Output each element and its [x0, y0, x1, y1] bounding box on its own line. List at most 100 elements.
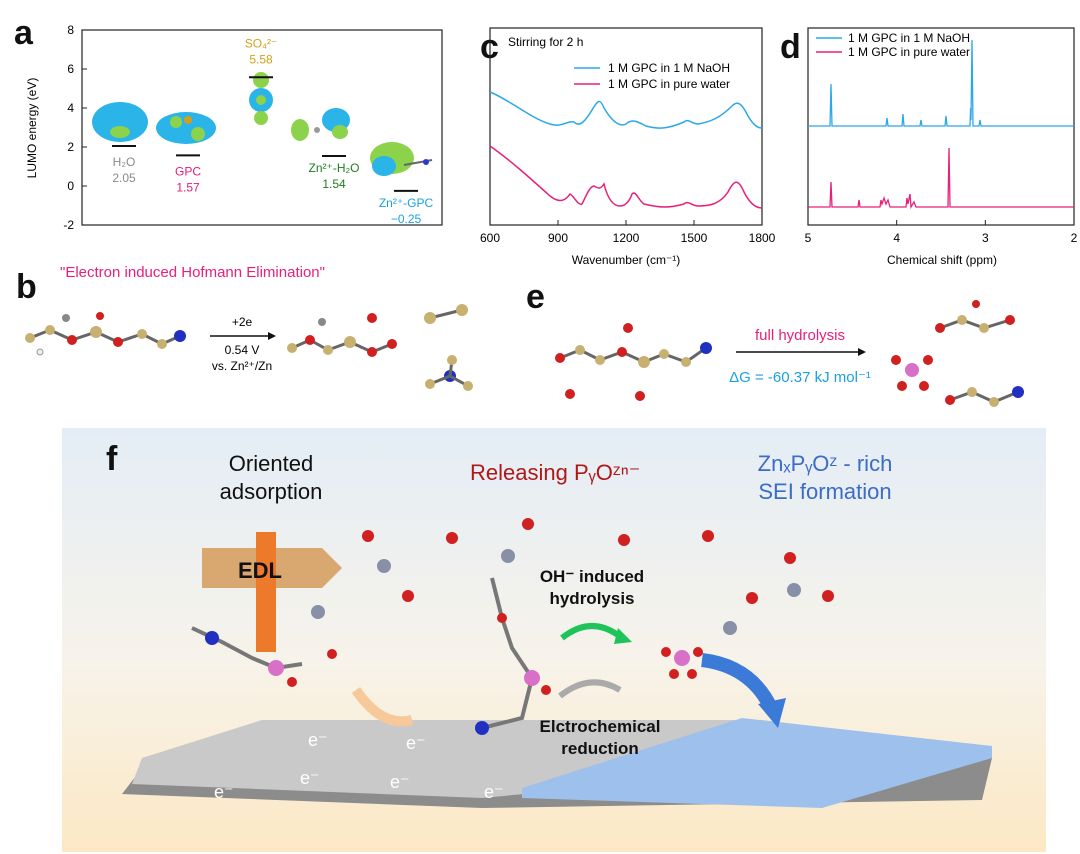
panel-c-series-naoh: [489, 91, 763, 129]
panel-d-legend: 1 M GPC in 1 M NaOH 1 M GPC in pure wate…: [816, 31, 970, 59]
panel-d-xlabel: Chemical shift (ppm): [887, 253, 997, 267]
electron-1: e⁻: [308, 730, 328, 750]
sei-line1: ZnₓPᵧOᶻ - rich: [757, 451, 893, 476]
panel-e-arrow-top: full hydrolysis: [755, 327, 845, 344]
choline-molecule-e: [945, 386, 1024, 407]
zn-h2o-orbital: [291, 108, 350, 141]
panel-c-legend-label-1: 1 M GPC in pure water: [608, 77, 730, 91]
panel-letter-b: b: [16, 268, 37, 306]
water-molecules: [362, 518, 834, 604]
panel-c-xtick-label-2: 1200: [613, 231, 640, 245]
label-H2O: H₂O: [113, 155, 136, 169]
h2o-orbital-lobe: [110, 126, 130, 138]
panel-a-ytick-label-0: -2: [63, 218, 74, 232]
reduction-line1: Elctrochemical: [539, 717, 661, 736]
electron-4: e⁻: [300, 768, 320, 788]
hydrolysis-arrow: [560, 623, 624, 641]
panel-letter-e: e: [526, 278, 545, 316]
panel-d-xtick-label-3: 2: [1071, 231, 1078, 245]
electron-3: e⁻: [214, 782, 234, 802]
so4-orbital: [249, 72, 273, 125]
trimethylamine-molecule-b: [425, 355, 473, 391]
panel-d-legend-label-1: 1 M GPC in pure water: [848, 45, 970, 59]
sei-formation-label: ZnₓPᵧOᶻ - rich SEI formation: [730, 450, 920, 506]
reduction-label: Elctrochemical reduction: [520, 716, 680, 760]
gpc-molecule-f: [475, 577, 551, 735]
adsorption-arrow: [351, 687, 414, 727]
panel-b-arrow-bot: vs. Zn²⁺/Zn: [212, 359, 272, 373]
sei-layer: [522, 718, 992, 808]
panel-c-xtick-label-3: 1500: [681, 231, 708, 245]
product-molecule-b: [287, 313, 397, 357]
panel-a-ytick-label-1: 0: [67, 179, 74, 193]
panel-c-frame: [489, 27, 763, 226]
panel-a-frame: [81, 29, 443, 226]
panel-c-legend-label-0: 1 M GPC in 1 M NaOH: [608, 61, 730, 75]
panel-b-title: "Electron induced Hofmann Elimination": [60, 264, 325, 281]
reduction-arrow: [558, 679, 622, 699]
edl-bar: [256, 532, 276, 652]
gpc-molecule-b-atoms: [25, 312, 186, 356]
value-SO4: 5.58: [249, 53, 273, 67]
sei-arrow: [700, 653, 779, 714]
panel-d-chart: 1 M GPC in 1 M NaOH 1 M GPC in pure wate…: [805, 27, 1078, 267]
electron-6: e⁻: [484, 782, 504, 802]
zinc-ions: [311, 549, 801, 635]
panel-d-legend-label-0: 1 M GPC in 1 M NaOH: [848, 31, 970, 45]
panel-c-annotation: Stirring for 2 h: [508, 35, 583, 49]
label-SO4: SO₄²⁻: [245, 37, 278, 51]
hydrolysis-line2: hydrolysis: [549, 589, 635, 608]
panel-a-ylabel: LUMO energy (eV): [25, 78, 39, 179]
panel-c-legend: 1 M GPC in 1 M NaOH 1 M GPC in pure wate…: [574, 61, 730, 91]
reduction-line2: reduction: [561, 739, 639, 758]
panel-c-chart: Stirring for 2 h 1 M GPC in 1 M NaOH 1 M…: [480, 27, 776, 267]
panel-d-xtick-label-2: 3: [982, 231, 989, 245]
panel-c-xlabel: Wavenumber (cm⁻¹): [572, 253, 681, 267]
edl-label: EDL: [238, 558, 282, 583]
phosphate-molecule-e: [891, 355, 933, 391]
panel-b-arrow-top: +2e: [232, 315, 253, 329]
panel-a-ytick-label-5: 8: [67, 23, 74, 37]
panel-c-series-water: [489, 145, 763, 209]
panel-c-xtick-label-4: 1800: [749, 231, 776, 245]
gpc-orbital: [156, 112, 216, 144]
panel-c-xtick-label-0: 600: [480, 231, 500, 245]
label-Zn-H2O: Zn²⁺-H₂O: [309, 161, 360, 175]
electron-2: e⁻: [406, 733, 426, 753]
panel-d-xtick-label-1: 4: [893, 231, 900, 245]
h2o-orbital: [92, 102, 148, 142]
hydrolysis-line1: OH⁻ induced: [539, 567, 645, 586]
panel-f-scene: EDL: [122, 518, 992, 808]
oriented-line1: Oriented: [228, 451, 314, 476]
label-Zn-GPC: Zn²⁺-GPC: [379, 196, 434, 210]
value-Zn-GPC: −0.25: [391, 212, 422, 226]
panel-d-xtick-label-0: 5: [805, 231, 812, 245]
value-Zn-H2O: 1.54: [322, 177, 346, 191]
panel-b-arrow-mid: 0.54 V: [225, 343, 260, 357]
oriented-adsorption-label: Oriented adsorption: [196, 450, 346, 506]
sei-line2: SEI formation: [758, 479, 892, 504]
releasing-label: Releasing PᵧOᶻⁿ⁻: [470, 460, 641, 485]
ethylene-molecule-b: [424, 304, 468, 324]
glycerol-molecule-e: [935, 300, 1015, 333]
hydrolysis-label: OH⁻ induced hydrolysis: [532, 566, 652, 610]
electron-5: e⁻: [390, 772, 410, 792]
panel-e-arrow-bot: ΔG = -60.37 kJ mol⁻¹: [729, 369, 871, 386]
value-GPC: 1.57: [176, 180, 200, 194]
panel-d-series-water: [808, 147, 1074, 210]
panel-letter-d: d: [780, 28, 801, 66]
panel-d-series-naoh: [808, 39, 1074, 127]
panel-c-xtick-label-1: 900: [548, 231, 568, 245]
value-H2O: 2.05: [112, 171, 136, 185]
panel-a-ytick-label-3: 4: [67, 101, 74, 115]
panel-letter-f: f: [106, 440, 118, 478]
panel-letter-a: a: [14, 14, 33, 52]
oriented-line2: adsorption: [219, 479, 323, 504]
phosphate-f: [661, 647, 703, 679]
label-GPC: GPC: [175, 164, 201, 178]
gpc-molecule-left: [191, 626, 337, 687]
gpc-molecule-e: [555, 323, 712, 401]
panel-a-ytick-label-2: 2: [67, 140, 74, 154]
panel-b-scheme: +2e 0.54 V vs. Zn²⁺/Zn: [25, 304, 473, 391]
